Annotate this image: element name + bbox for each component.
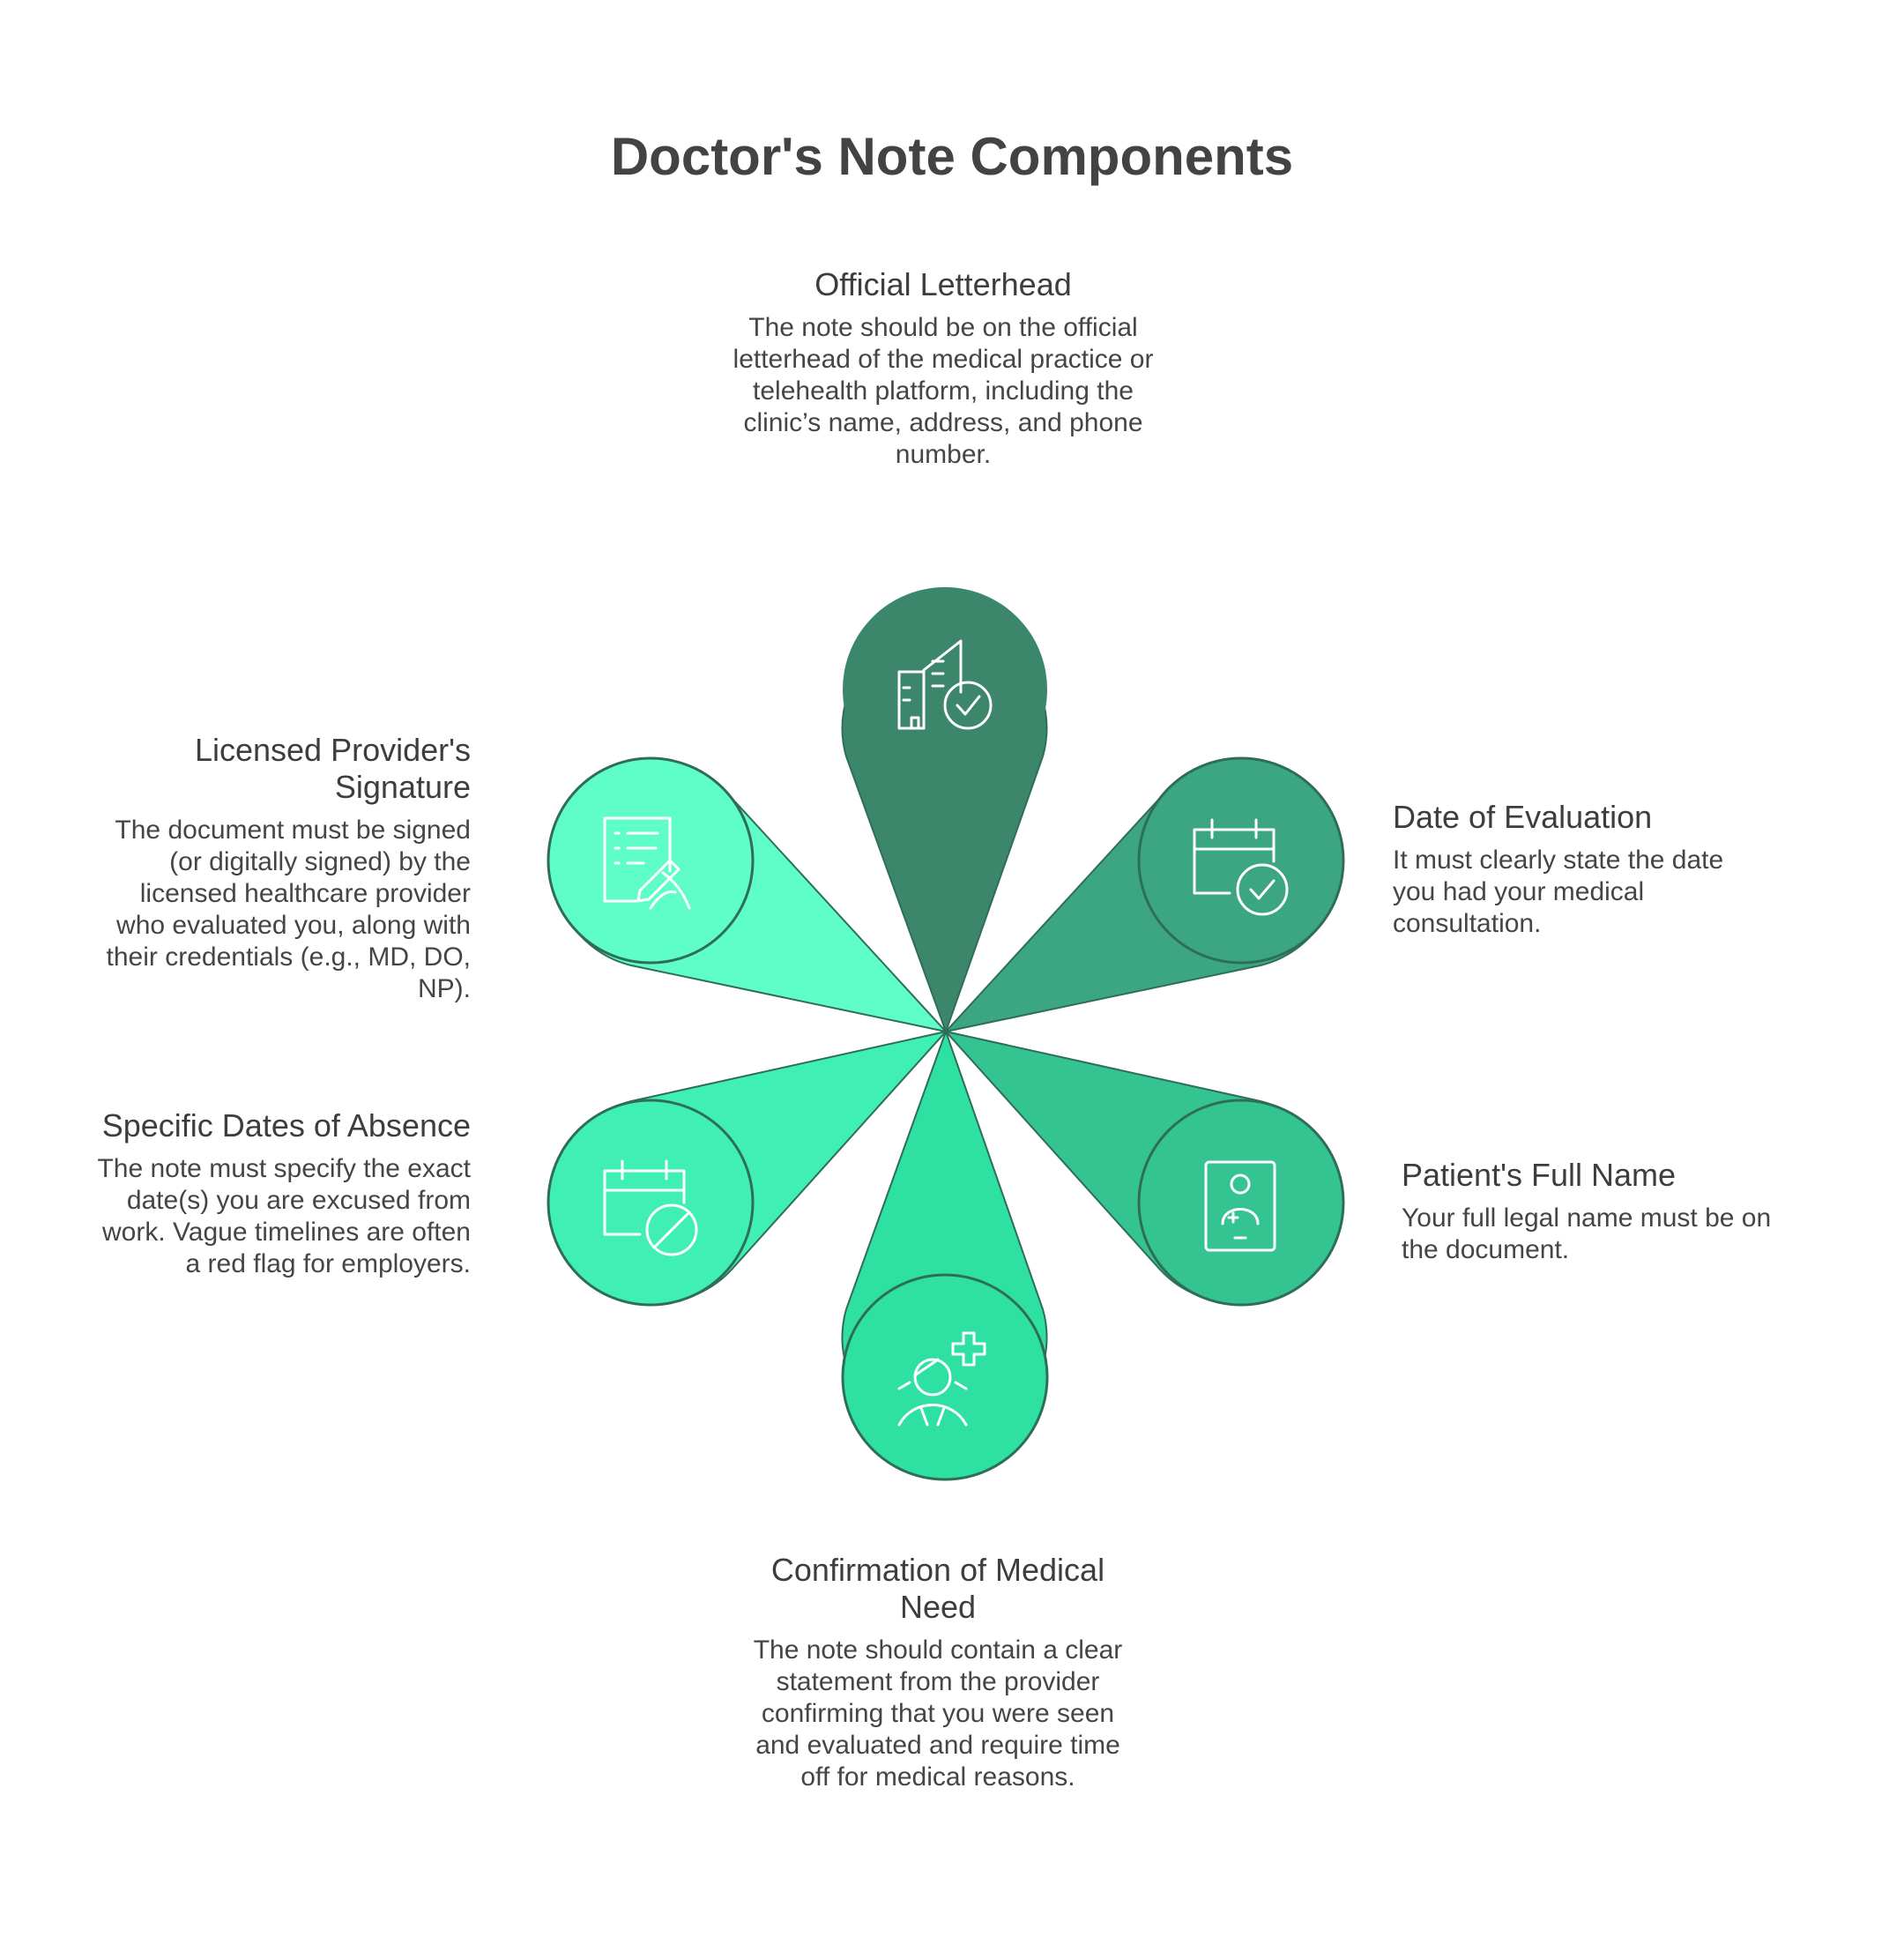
component-medical-need: Confirmation of Medical Need The note sh… (744, 1552, 1132, 1793)
petal-absence-circle (547, 1099, 755, 1307)
component-title-patient: Patient's Full Name (1402, 1157, 1676, 1193)
component-title-absence: Specific Dates of Absence (101, 1107, 471, 1144)
calendar-cancel-icon (603, 1159, 698, 1256)
component-evaluation: Date of Evaluation It must clearly state… (1393, 799, 1763, 940)
petal-absence (547, 1030, 948, 1307)
component-title-letterhead: Official Letterhead (814, 266, 1072, 302)
signature-document-icon (603, 816, 691, 910)
component-letterhead: Official Letterhead The note should be o… (732, 266, 1155, 471)
component-desc-signature: The document must be signed (or digitall… (106, 816, 471, 1003)
component-desc-medical-need: The note should contain a clear statemen… (753, 1635, 1123, 1792)
component-desc-patient: Your full legal name must be on the docu… (1402, 1203, 1772, 1264)
component-title-medical-need: Confirmation of Medical Need (770, 1552, 1105, 1625)
petal-signature (547, 756, 948, 1033)
component-desc-absence: The note must specify the exact date(s) … (97, 1154, 471, 1278)
calendar-check-icon (1193, 818, 1289, 916)
petal-patient-circle (1137, 1099, 1345, 1307)
component-title-evaluation: Date of Evaluation (1393, 799, 1653, 835)
page-title: Doctor's Note Components (610, 127, 1294, 186)
petal-medical-need-circle (841, 1273, 1049, 1481)
petal-medical-need (841, 1029, 1049, 1481)
component-patient: Patient's Full Name Your full legal name… (1402, 1157, 1772, 1266)
patient-plus-icon (897, 1331, 986, 1427)
petal-letterhead-circle (843, 587, 1047, 792)
petal-letterhead (841, 587, 1048, 1034)
component-desc-letterhead: The note should be on the official lette… (733, 313, 1154, 469)
petal-patient (943, 1030, 1345, 1307)
building-check-icon (897, 639, 993, 730)
petal-evaluation-circle (1137, 756, 1345, 965)
component-title-signature: Licensed Provider's Signature (194, 732, 471, 805)
component-signature: Licensed Provider's Signature The docume… (97, 732, 471, 1005)
patient-id-card-icon (1204, 1160, 1276, 1252)
component-absence: Specific Dates of Absence The note must … (88, 1107, 471, 1280)
component-desc-evaluation: It must clearly state the date you had y… (1393, 846, 1724, 938)
petal-signature-circle (547, 756, 755, 965)
